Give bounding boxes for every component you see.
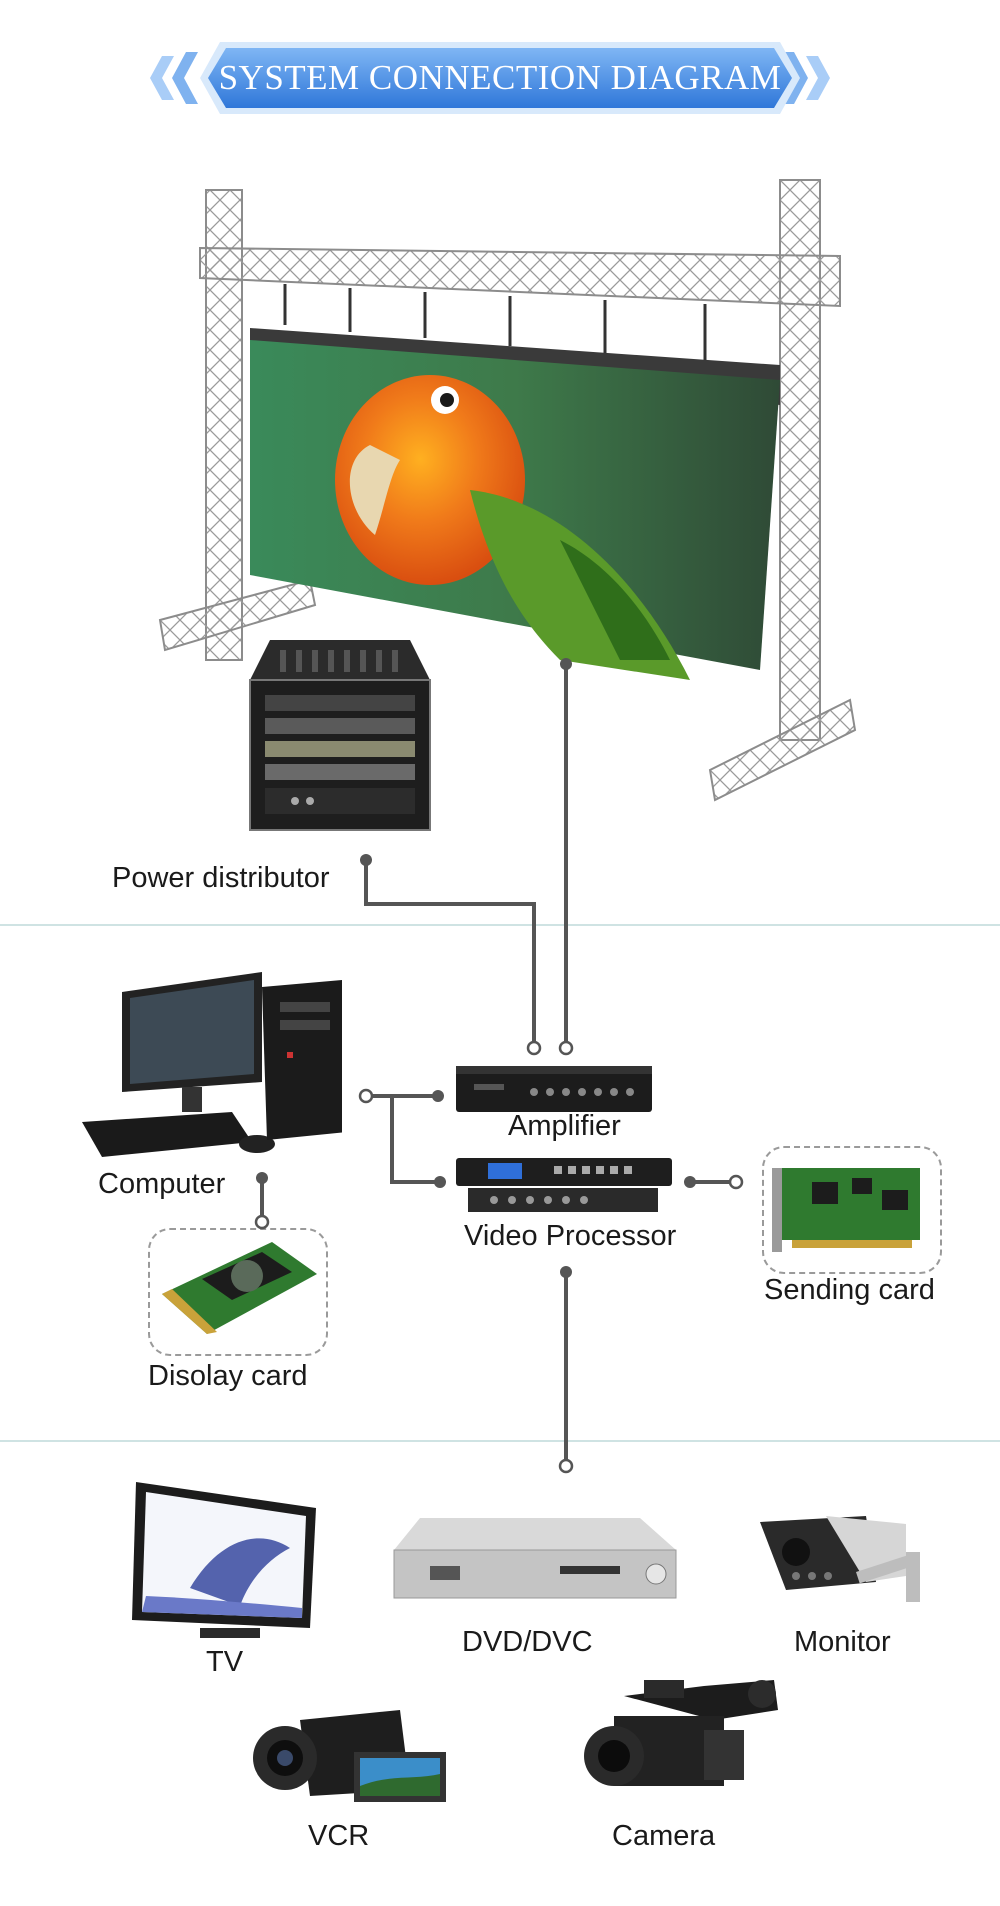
power-to-amplifier-line — [366, 860, 534, 1048]
camera-label: Camera — [612, 1820, 715, 1853]
dvd-label: DVD/DVC — [462, 1626, 593, 1659]
tv-label: TV — [206, 1646, 243, 1679]
computer-to-processor-line — [392, 1096, 440, 1182]
monitor-label: Monitor — [794, 1626, 891, 1659]
vcr-label: VCR — [308, 1820, 369, 1853]
vcr-illustration — [250, 1700, 450, 1810]
tv-illustration — [130, 1478, 320, 1648]
dvd-illustration — [390, 1514, 680, 1614]
monitor-illustration — [756, 1512, 926, 1622]
camera-illustration — [584, 1676, 784, 1806]
